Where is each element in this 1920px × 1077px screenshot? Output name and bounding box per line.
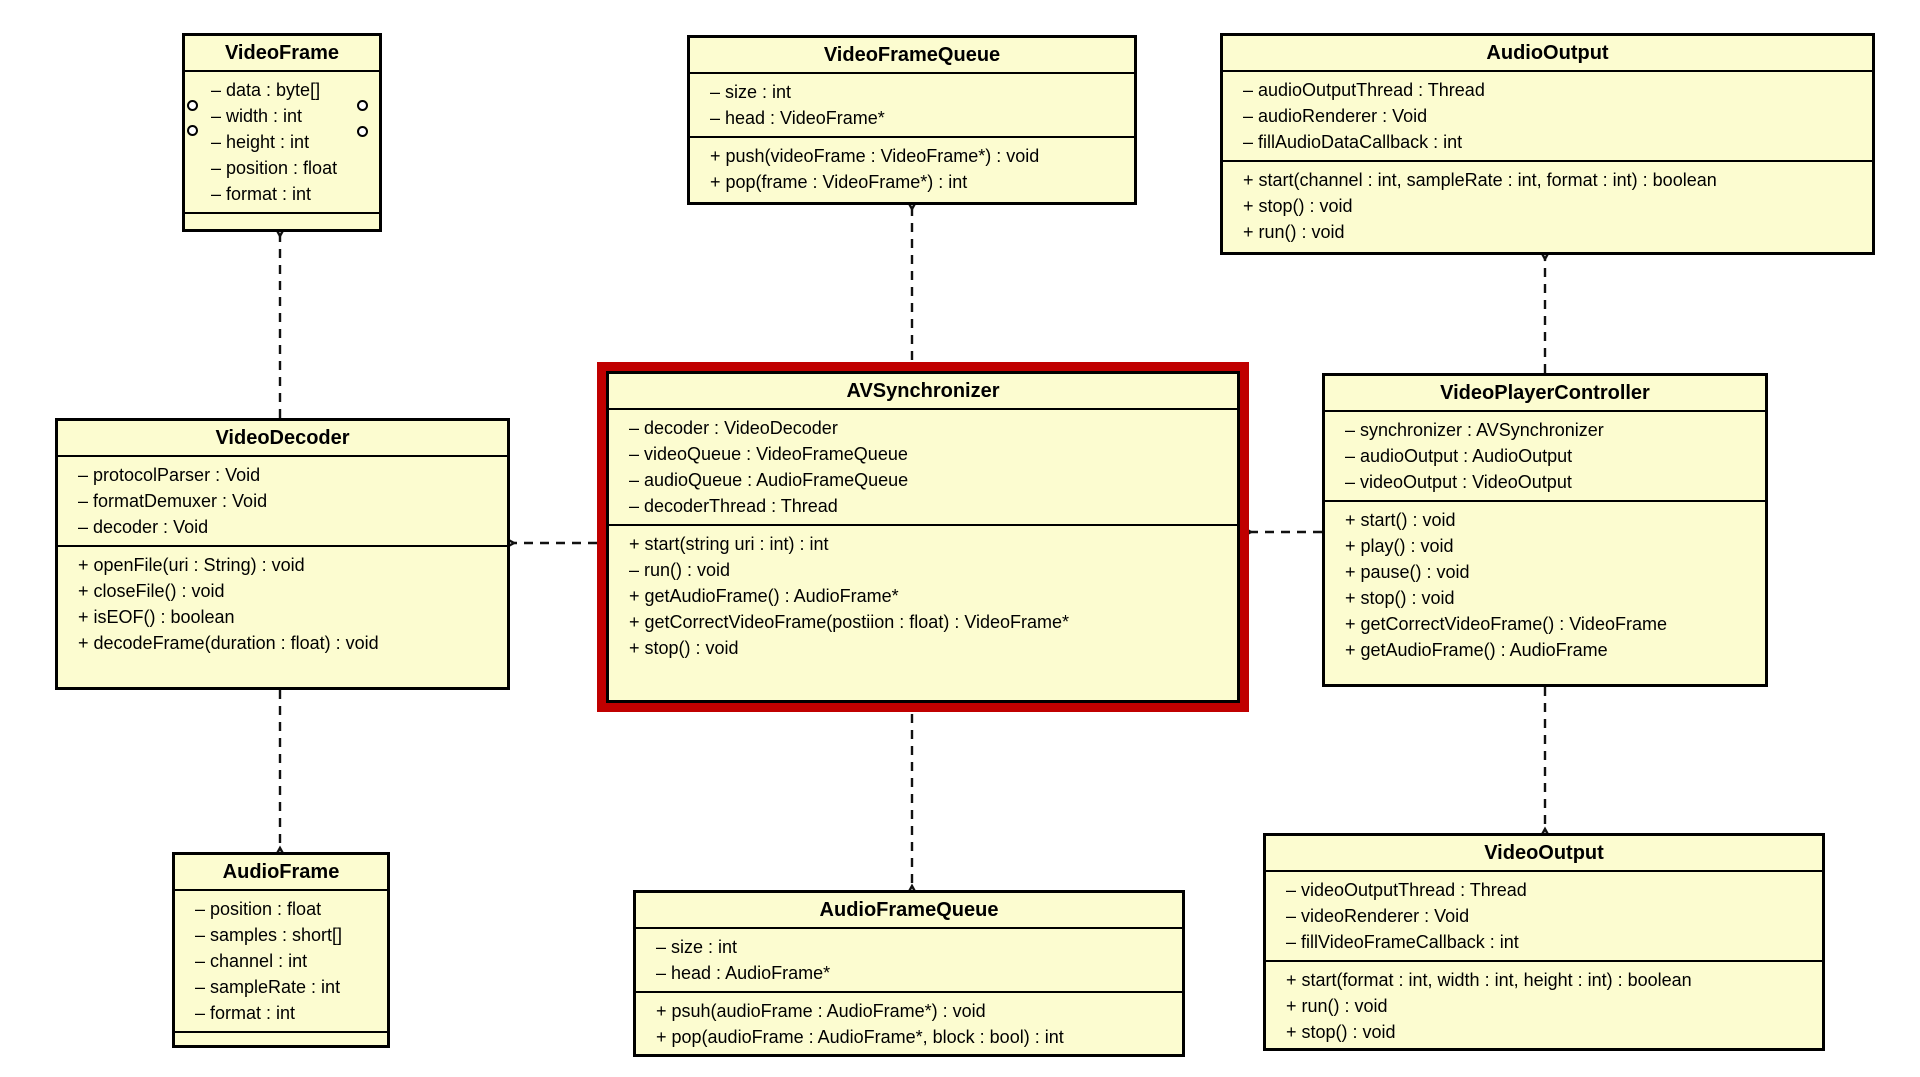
member-line: – videoQueue : VideoFrameQueue [629, 444, 908, 464]
member-line: + start(channel : int, sampleRate : int,… [1243, 170, 1717, 190]
attributes-compartment: – videoOutputThread : Thread – videoRende… [1266, 872, 1822, 962]
member-line: – run() : void [629, 560, 731, 580]
class-title: AudioOutput [1223, 36, 1872, 72]
methods-compartment: + start(channel : int, sampleRate : int,… [1223, 162, 1872, 252]
member-line: + push(videoFrame : VideoFrame*) : void [710, 146, 1040, 166]
class-title: AudioFrameQueue [636, 893, 1182, 929]
class-title: VideoFrame [185, 36, 379, 72]
member-line: – audioQueue : AudioFrameQueue [629, 470, 909, 490]
member-line: + stop() : void [1345, 588, 1455, 608]
member-line: + getAudioFrame() : AudioFrame* [629, 586, 899, 606]
member-line: + decodeFrame(duration : float) : void [78, 633, 379, 653]
member-line: – height : int [211, 132, 310, 152]
member-line: – head : AudioFrame* [656, 963, 831, 983]
attributes-compartment: – protocolParser : Void – formatDemuxer :… [58, 457, 507, 547]
member-line: + run() : void [1286, 996, 1388, 1016]
member-line: + stop() : void [1286, 1022, 1396, 1042]
port-circle-icon [357, 126, 368, 137]
attributes-compartment: – synchronizer : AVSynchronizer – audioOu… [1325, 412, 1765, 502]
class-title: VideoOutput [1266, 836, 1822, 872]
member-line: + pause() : void [1345, 562, 1470, 582]
attributes-compartment: – audioOutputThread : Thread – audioRende… [1223, 72, 1872, 162]
member-line: – protocolParser : Void [78, 465, 261, 485]
attributes-compartment: – data : byte[] – width : int – height : i… [185, 72, 379, 214]
member-line: + play() : void [1345, 536, 1454, 556]
class-videoframequeue[interactable]: VideoFrameQueue – size : int – head : Vid… [687, 35, 1137, 205]
class-title: VideoFrameQueue [690, 38, 1134, 74]
methods-compartment [175, 1033, 387, 1045]
member-line: – audioOutput : AudioOutput [1345, 446, 1573, 466]
member-line: – position : float [211, 158, 338, 178]
class-title: AudioFrame [175, 855, 387, 891]
member-line: – data : byte[] [211, 80, 321, 100]
member-line: + getCorrectVideoFrame() : VideoFrame [1345, 614, 1667, 634]
member-line: + start(format : int, width : int, heigh… [1286, 970, 1692, 990]
member-line: – decoder : Void [78, 517, 209, 537]
attributes-compartment: – size : int – head : AudioFrame* [636, 929, 1182, 993]
class-audioframequeue[interactable]: AudioFrameQueue – size : int – head : Aud… [633, 890, 1185, 1057]
member-line: – audioOutputThread : Thread [1243, 80, 1485, 100]
methods-compartment: + start(string uri : int) : int – run() :… [609, 526, 1237, 700]
port-circle-icon [187, 125, 198, 136]
class-videodecoder[interactable]: VideoDecoder – protocolParser : Void – fo… [55, 418, 510, 690]
methods-compartment: + openFile(uri : String) : void + closeFi… [58, 547, 507, 687]
member-line: – videoOutput : VideoOutput [1345, 472, 1572, 492]
member-line: – fillAudioDataCallback : int [1243, 132, 1463, 152]
member-line: – decoder : VideoDecoder [629, 418, 838, 438]
class-audiooutput[interactable]: AudioOutput – audioOutputThread : Thread… [1220, 33, 1875, 255]
class-videoplayercontroller[interactable]: VideoPlayerController – synchronizer : A… [1322, 373, 1768, 687]
methods-compartment: + start(format : int, width : int, heigh… [1266, 962, 1822, 1050]
methods-compartment: + push(videoFrame : VideoFrame*) : void +… [690, 138, 1134, 202]
member-line: – format : int [195, 1003, 296, 1023]
member-line: + start(string uri : int) : int [629, 534, 829, 554]
member-line: + pop(audioFrame : AudioFrame*, block : … [656, 1027, 1064, 1047]
member-line: + getCorrectVideoFrame(postiion : float)… [629, 612, 1070, 632]
member-line: + psuh(audioFrame : AudioFrame*) : void [656, 1001, 986, 1021]
member-line: + stop() : void [629, 638, 739, 658]
member-line: + pop(frame : VideoFrame*) : int [710, 172, 968, 192]
class-audioframe[interactable]: AudioFrame – position : float – samples :… [172, 852, 390, 1048]
member-line: + run() : void [1243, 222, 1345, 242]
member-line: + closeFile() : void [78, 581, 225, 601]
member-line: + stop() : void [1243, 196, 1353, 216]
port-circle-icon [357, 100, 368, 111]
methods-compartment: + start() : void + play() : void + pause()… [1325, 502, 1765, 684]
member-line: – size : int [710, 82, 792, 102]
attributes-compartment: – position : float – samples : short[] – c… [175, 891, 387, 1033]
attributes-compartment: – decoder : VideoDecoder – videoQueue : V… [609, 410, 1237, 526]
class-title: VideoDecoder [58, 421, 507, 457]
attributes-compartment: – size : int – head : VideoFrame* [690, 74, 1134, 138]
member-line: – audioRenderer : Void [1243, 106, 1428, 126]
member-line: – size : int [656, 937, 738, 957]
member-line: + getAudioFrame() : AudioFrame [1345, 640, 1608, 660]
member-line: – videoOutputThread : Thread [1286, 880, 1527, 900]
methods-compartment: + psuh(audioFrame : AudioFrame*) : void +… [636, 993, 1182, 1055]
member-line: – synchronizer : AVSynchronizer [1345, 420, 1604, 440]
member-line: + start() : void [1345, 510, 1456, 530]
member-line: – fillVideoFrameCallback : int [1286, 932, 1519, 952]
class-title: AVSynchronizer [609, 374, 1237, 410]
member-line: – width : int [211, 106, 303, 126]
class-avsynchronizer[interactable]: AVSynchronizer – decoder : VideoDecoder–… [606, 371, 1240, 703]
member-line: – head : VideoFrame* [710, 108, 885, 128]
member-line: – format : int [211, 184, 312, 204]
member-line: + isEOF() : boolean [78, 607, 235, 627]
member-line: – decoderThread : Thread [629, 496, 838, 516]
class-videoframe[interactable]: VideoFrame – data : byte[]– width : int–… [182, 33, 382, 232]
port-circle-icon [187, 100, 198, 111]
member-line: – channel : int [195, 951, 308, 971]
member-line: – videoRenderer : Void [1286, 906, 1470, 926]
class-videooutput[interactable]: VideoOutput – videoOutputThread : Thread… [1263, 833, 1825, 1051]
methods-compartment [185, 214, 379, 229]
member-line: – sampleRate : int [195, 977, 341, 997]
class-title: VideoPlayerController [1325, 376, 1765, 412]
member-line: – position : float [195, 899, 322, 919]
member-line: + openFile(uri : String) : void [78, 555, 305, 575]
member-line: – formatDemuxer : Void [78, 491, 268, 511]
member-line: – samples : short[] [195, 925, 343, 945]
